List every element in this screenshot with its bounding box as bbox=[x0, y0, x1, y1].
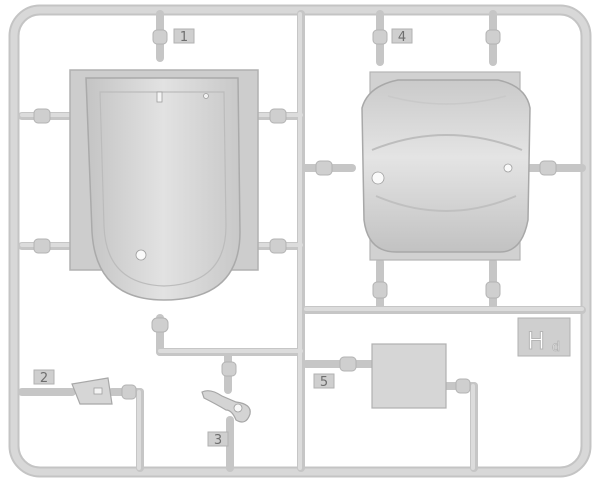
part-number-4-tag: 4 bbox=[391, 28, 413, 45]
part-number-4: 4 bbox=[398, 30, 406, 45]
sprue-code-letter: H bbox=[527, 327, 545, 355]
sprue-gates bbox=[33, 29, 557, 400]
part-2-bracket bbox=[71, 377, 113, 405]
part-number-tags: 1 4 2 3 5 bbox=[33, 28, 413, 448]
part-3-hook bbox=[201, 390, 251, 423]
part-1-body bbox=[69, 69, 259, 301]
part-number-3: 3 bbox=[214, 433, 222, 448]
part-number-2: 2 bbox=[40, 371, 48, 386]
part-number-5: 5 bbox=[320, 375, 328, 390]
part-number-2-tag: 2 bbox=[33, 369, 55, 386]
sprue-code-suffix: d bbox=[552, 340, 560, 355]
part-number-5-tag: 5 bbox=[313, 373, 335, 390]
part-number-1: 1 bbox=[180, 30, 188, 45]
part-5-plate bbox=[371, 343, 447, 409]
part-number-1-tag: 1 bbox=[173, 28, 195, 45]
sprue-code-badge: H d bbox=[517, 317, 571, 357]
part-4-hood bbox=[361, 71, 531, 261]
part-number-3-tag: 3 bbox=[207, 431, 229, 448]
